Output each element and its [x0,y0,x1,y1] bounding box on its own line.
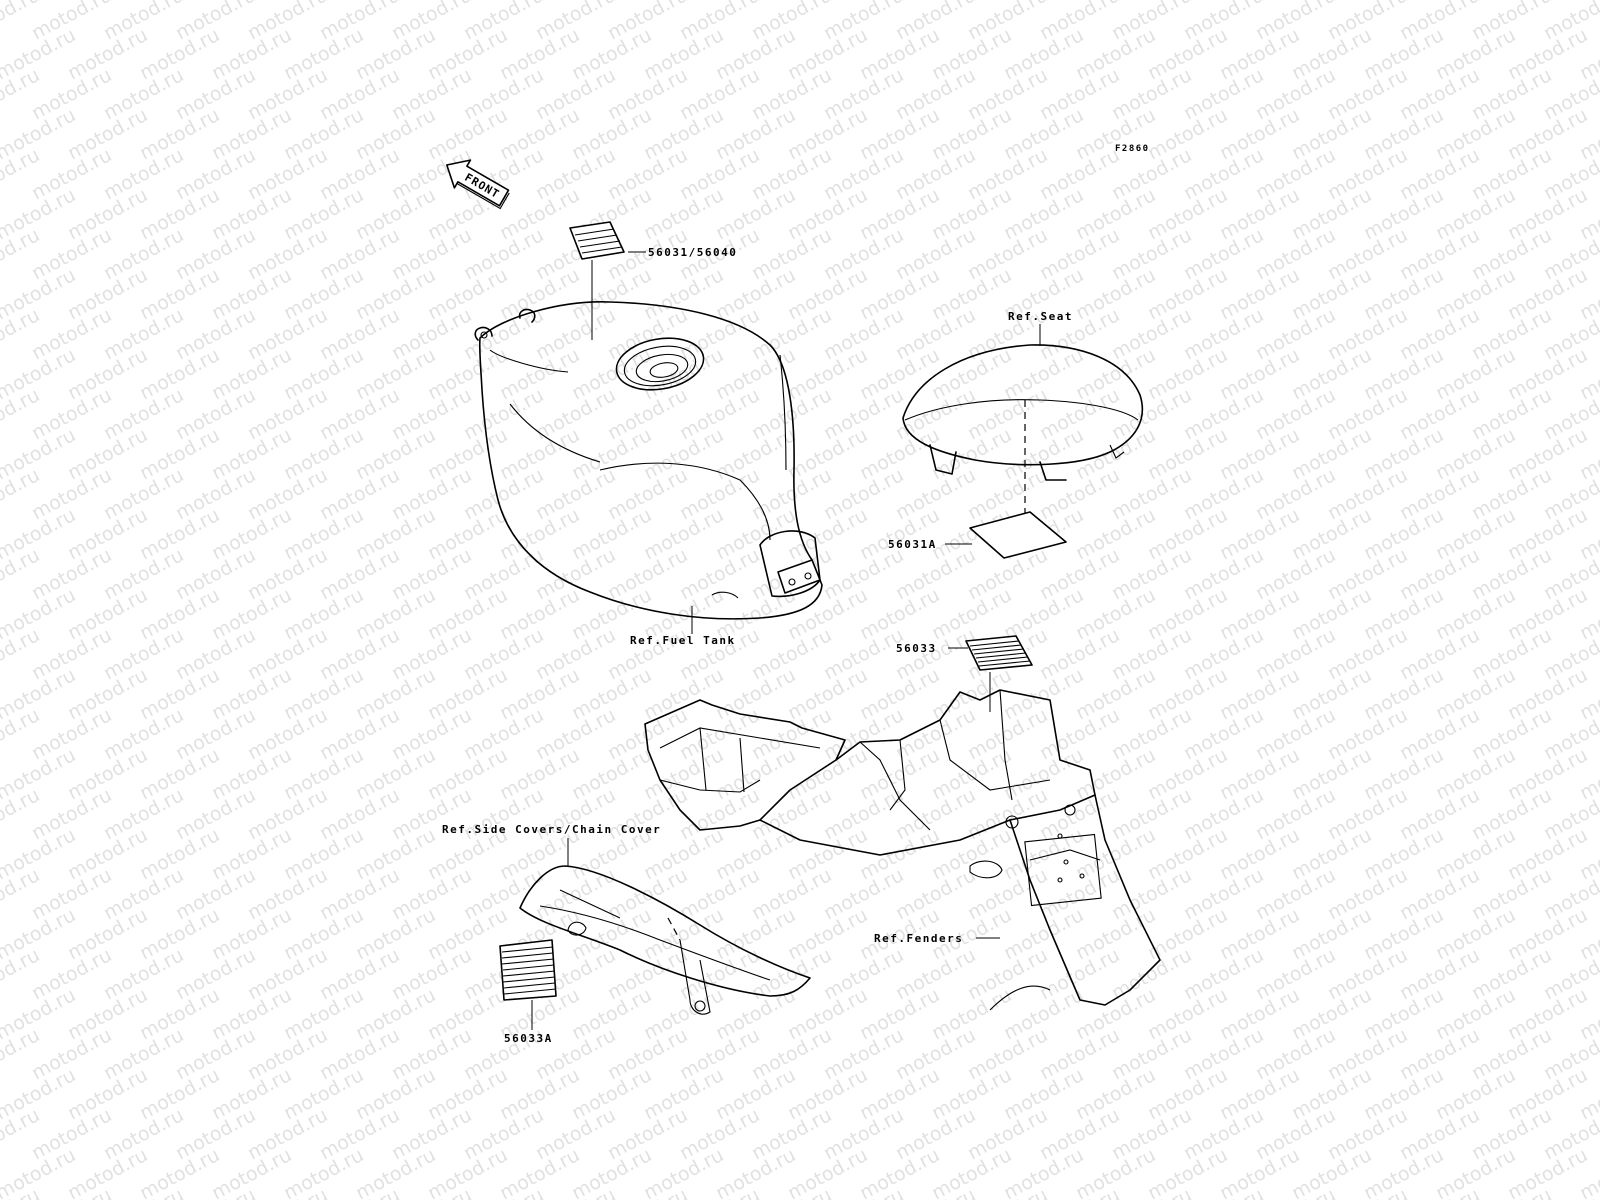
label-56031a: 56031A [888,538,937,551]
chain-cover [519,865,811,1015]
label-56033: 56033 [896,642,937,655]
diagram-code: F2860 [1115,144,1150,154]
label-56031-56040: 56031/56040 [648,246,737,259]
watermark-text: motod.ru [1576,0,1600,4]
decal-56031-56040 [569,221,625,260]
seat [902,344,1144,481]
fuel-tank [474,301,823,620]
rear-fender [644,689,1161,1011]
label-ref-seat: Ref.Seat [1008,310,1073,323]
label-ref-fuel-tank: Ref.Fuel Tank [630,634,736,647]
label-ref-side-covers: Ref.Side Covers/Chain Cover [442,823,661,836]
decal-56033a [499,939,557,1001]
label-56033a: 56033A [504,1032,553,1045]
decal-56033 [965,635,1033,671]
decal-56031a [969,511,1067,559]
front-arrow-icon: FRONT [446,159,510,210]
label-ref-fenders: Ref.Fenders [874,932,963,945]
